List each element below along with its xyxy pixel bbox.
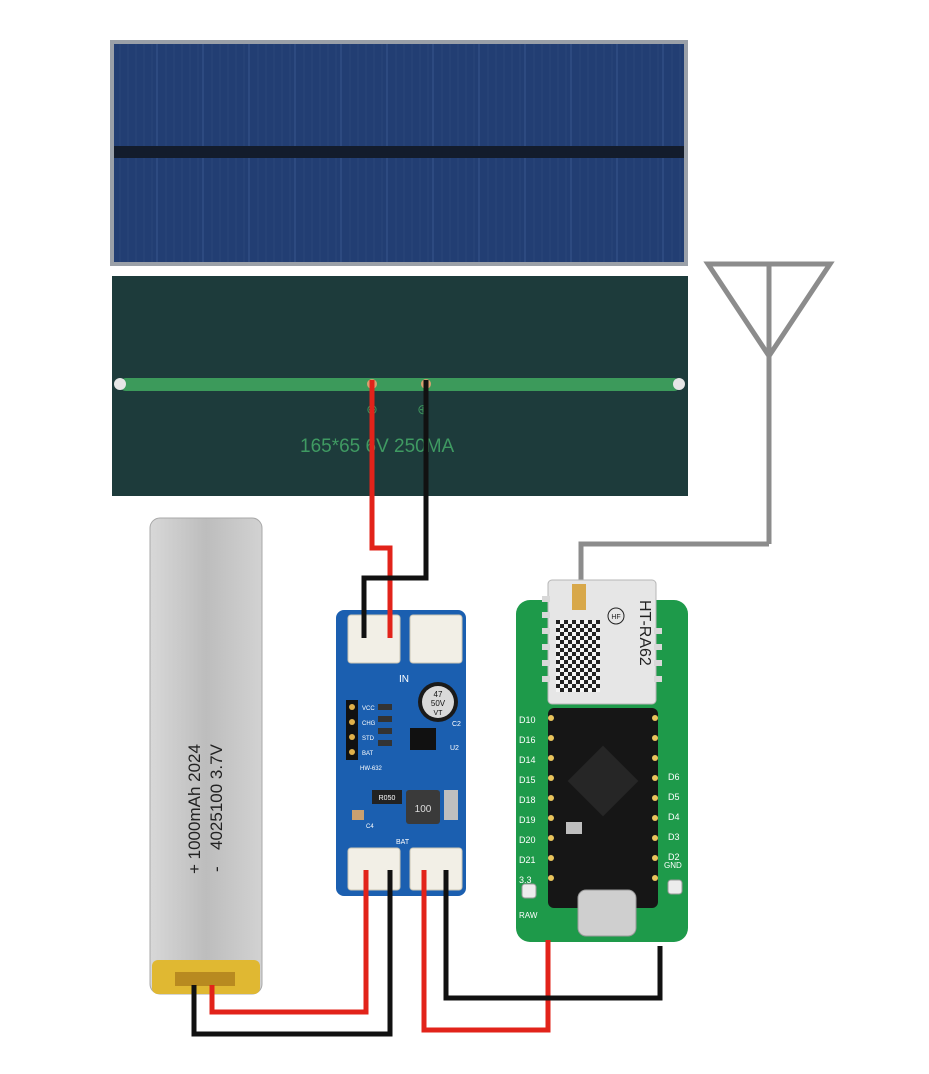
pin-label-d20: D20 (519, 835, 536, 845)
pin-label-chg: CHG (362, 721, 376, 727)
solar-neg-wire (361, 380, 429, 638)
module-qr-code (556, 620, 600, 692)
battery-pos-wire (209, 870, 369, 1015)
pin-label-d10: D10 (519, 715, 536, 725)
pin-label-d16: D16 (519, 735, 536, 745)
pin-label-d15: D15 (519, 775, 536, 785)
pin-label-d3: D3 (668, 832, 680, 842)
cap-value: 47 (434, 690, 443, 699)
battery-model: 4025100 3.7V (207, 743, 226, 850)
module-badge: HF (611, 614, 620, 621)
sense-resistor (372, 790, 402, 804)
cap-voltage: 50V (431, 699, 446, 708)
mcu-power-wire (421, 870, 551, 1033)
terminal-pos-symbol: ⊕ (417, 401, 429, 417)
resistor-label: R050 (379, 795, 396, 802)
panel-back-trace (120, 378, 680, 391)
battery-tab-label (175, 972, 235, 986)
pin-label-bat: BAT (362, 751, 374, 757)
pin-label-d19: D19 (519, 815, 536, 825)
charger-ic (410, 728, 436, 750)
pin-label-raw: RAW (519, 911, 538, 920)
mcu-pin-holes (548, 715, 658, 881)
charger-board (336, 610, 466, 896)
output-connector (409, 847, 463, 891)
ic-ref: U2 (450, 745, 459, 752)
mcu-board: HF HT-RA62 C3 D10 (516, 579, 688, 942)
pin-label-d2: D2 (668, 852, 680, 862)
pin-label-d6: D6 (668, 772, 680, 782)
cell-busbar (114, 146, 684, 158)
pin-label-d4: D4 (668, 812, 680, 822)
solar-panel-back: ⊖ ⊕ 165*65 6V 250MA (112, 276, 688, 496)
bat-label: BAT (396, 839, 410, 846)
pin-label-std: STD (362, 736, 375, 742)
battery-neg-mark: - (207, 866, 226, 872)
board-ref: HW-632 (360, 766, 383, 772)
mount-hole-left (114, 378, 126, 390)
pin-label-d18: D18 (519, 795, 536, 805)
in-label: IN (399, 674, 409, 685)
cap-ref: C2 (452, 721, 461, 728)
solar-pos-wire (369, 380, 393, 638)
inductor (406, 790, 440, 824)
antenna (578, 261, 835, 584)
cap2-ref: C4 (366, 824, 374, 830)
microcontroller-chip (567, 745, 639, 817)
charger-pin-header (346, 700, 358, 760)
reset-button[interactable] (521, 883, 537, 899)
pin-label-gnd: GND (664, 861, 682, 870)
module-name: HT-RA62 (636, 600, 653, 666)
ufl-connector (572, 584, 586, 610)
inductor-label: 100 (415, 804, 432, 815)
charger-module: IN 47 50V VT C2 VCC CHG STD BAT U2 HW-63… (336, 610, 466, 896)
usb-c-connector (577, 889, 637, 937)
mount-hole-right (673, 378, 685, 390)
aux-input-connector (409, 614, 463, 664)
battery-connector (347, 847, 401, 891)
battery-body (149, 517, 263, 995)
boot-button[interactable] (667, 879, 683, 895)
mcu-ground-wire (443, 870, 663, 1001)
battery-neg-wire (191, 870, 393, 1037)
solar-input-connector (347, 614, 401, 664)
wires (191, 380, 663, 1037)
pin-label-3v3: 3.3 (519, 875, 532, 885)
solar-panel-front (110, 40, 688, 266)
lipo-battery: - 4025100 3.7V + 1000mAh 2024 (149, 517, 263, 995)
cap-series: VT (434, 710, 444, 717)
panel-marking: 165*65 6V 250MA (300, 436, 455, 457)
module-pads (542, 596, 662, 682)
pin-label-d14: D14 (519, 755, 536, 765)
pin-label-d21: D21 (519, 855, 536, 865)
pin-label-d5: D5 (668, 792, 680, 802)
antenna-cable (578, 541, 769, 584)
pin-label-vcc: VCC (362, 706, 375, 712)
battery-capacity: + 1000mAh 2024 (185, 744, 204, 874)
